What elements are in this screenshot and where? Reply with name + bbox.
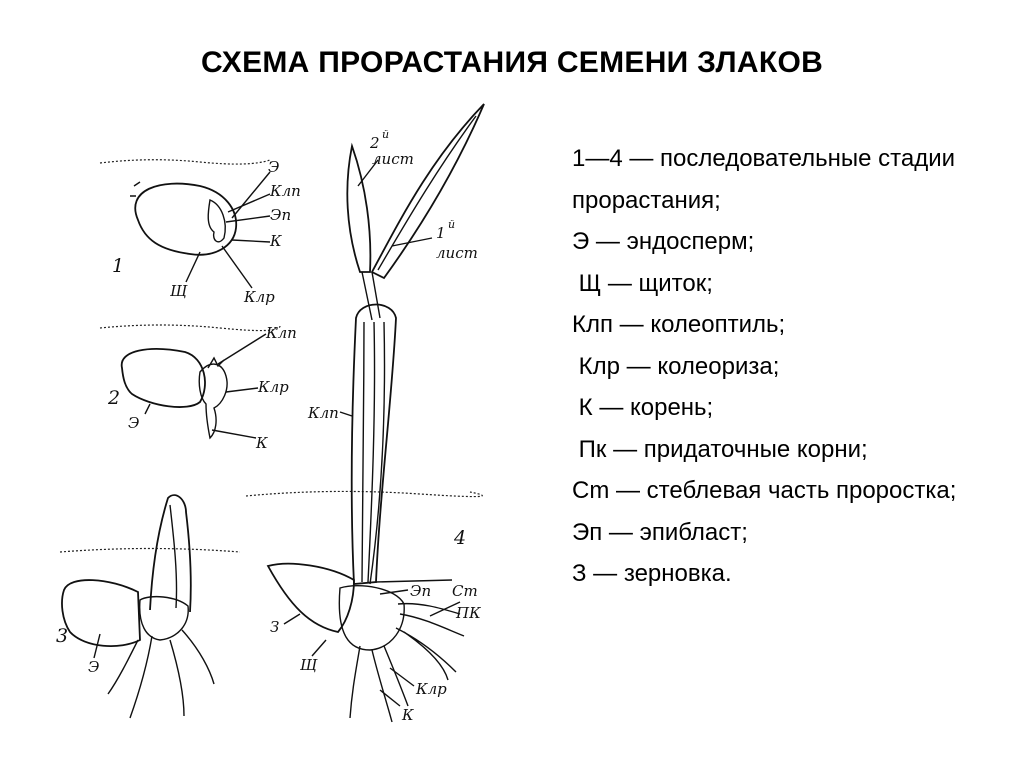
seedling-3-roots (107, 629, 215, 719)
label-3-e: Э (88, 658, 99, 676)
stage-4-number: 4 (453, 527, 466, 549)
seed-2-embryo (198, 363, 228, 440)
roots-4 (349, 602, 465, 723)
stage-4-drawing: 2 й лист 1 й лист Клп Эп Ст ПК З Щ Клр К… (245, 103, 485, 724)
legend-item: Клп — колеоптиль; (572, 311, 786, 338)
label-1-sch: Щ (170, 282, 188, 300)
legend-item: Клр — колеориза; (572, 352, 780, 380)
label-4-pk: ПК (455, 604, 481, 622)
stage-3-drawing: Э 3 (56, 494, 241, 719)
stage-1-number: 1 (112, 255, 124, 277)
soil-line-3 (59, 547, 241, 553)
seedling-3-coleoptile (149, 494, 192, 613)
label-1-e: Э (268, 158, 279, 176)
legend-item: Эп — эпибласт; (572, 518, 748, 546)
legend-item: Cm — стеблевая часть проростка; (572, 477, 957, 504)
label-4-z: З (270, 618, 279, 636)
legend: 1—4 — последовательные стадии прорастани… (572, 138, 1012, 595)
label-2-klp: Клп (265, 324, 297, 342)
scutellum-4 (338, 585, 405, 651)
label-2-e: Э (128, 414, 139, 432)
label-4-st: Ст (452, 582, 478, 600)
legend-item: Пк — придаточные корни; (572, 435, 868, 463)
label-4-leaf1-word: лист (436, 244, 478, 262)
legend-item: Э — эндосперм; (572, 228, 755, 255)
label-4-leaf1-num: 1 (436, 224, 446, 242)
second-leaf (346, 142, 372, 273)
label-4-ep: Эп (410, 582, 431, 600)
seedling-3-scutellum (139, 595, 189, 641)
label-4-leaf2-num: 2 (369, 134, 380, 152)
label-4-k: К (401, 706, 414, 724)
label-1-k: К (269, 232, 282, 250)
seed-2-endosperm (120, 348, 206, 408)
soil-line-4 (245, 490, 483, 498)
label-1-ep: Эп (270, 206, 291, 224)
legend-item: К — корень; (572, 394, 714, 421)
legend-item: Щ — щиток; (572, 269, 713, 297)
legend-item: З — зерновка. (572, 560, 732, 587)
label-2-klr: Клр (257, 378, 289, 396)
soil-line-2 (99, 324, 281, 332)
label-1-klp: Клп (269, 182, 301, 200)
seed-1-embryo (207, 199, 226, 243)
label-4-leaf2-sup: й (382, 128, 389, 141)
grain-4 (266, 562, 355, 633)
page-title: СХЕМА ПРОРАСТАНИЯ СЕМЕНИ ЗЛАКОВ (200, 46, 824, 79)
soil-line-1 (99, 159, 271, 165)
label-4-leaf1-sup: й (448, 218, 455, 231)
coleoptile-4 (350, 303, 397, 585)
label-1-klr: Клр (243, 288, 275, 306)
label-4-klp: Клп (307, 404, 339, 422)
stage-3-number: 3 (56, 625, 68, 647)
label-4-klr: Клр (415, 680, 447, 698)
seed-3-endosperm (61, 579, 141, 647)
label-4-sch: Щ (300, 656, 318, 674)
stage-1-drawing: Э Клп Эп К Щ Клр 1 (99, 158, 301, 306)
stage-2-number: 2 (107, 387, 120, 409)
first-leaf (370, 103, 485, 280)
legend-item: 1—4 — последовательные стадии прорастани… (572, 145, 956, 214)
label-4-leaf2-word: лист (372, 150, 414, 168)
stage-2-drawing: Клп Клр Э К 2 (99, 324, 297, 452)
label-2-k: К (255, 434, 268, 452)
seed-1-endosperm (134, 182, 238, 256)
